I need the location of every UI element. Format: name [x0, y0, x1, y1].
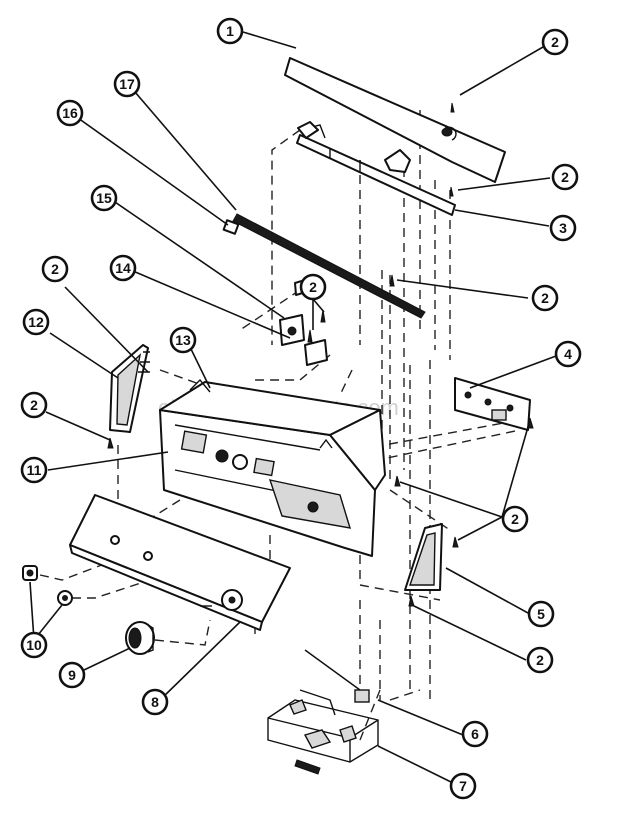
svg-text:15: 15: [96, 190, 112, 206]
callout-11: 11: [20, 456, 48, 484]
part-long-bar: [222, 213, 426, 319]
svg-text:7: 7: [459, 778, 467, 794]
svg-text:2: 2: [536, 652, 544, 668]
part-left-end-cap: [109, 344, 150, 433]
callout-2-upper-right: 2: [551, 163, 579, 191]
callout-9: 9: [58, 661, 86, 689]
part-small-knobs: [22, 565, 73, 606]
svg-text:2: 2: [511, 511, 519, 527]
callout-6: 6: [461, 720, 489, 748]
svg-text:8: 8: [151, 694, 159, 710]
part-rail-bracket: [296, 121, 456, 216]
part-bottom-tray: [267, 649, 379, 775]
svg-text:2: 2: [541, 290, 549, 306]
svg-text:2: 2: [30, 397, 38, 413]
part-timer-knob: [125, 621, 155, 655]
svg-text:6: 6: [471, 726, 479, 742]
callout-17: 17: [113, 70, 141, 98]
leader-lines: [29, 31, 557, 783]
screws: [107, 102, 534, 607]
callout-14: 14: [109, 254, 137, 282]
callout-10: 10: [20, 631, 48, 659]
callout-2-left: 2: [20, 391, 48, 419]
svg-text:16: 16: [62, 105, 78, 121]
svg-text:12: 12: [28, 314, 44, 330]
callout-2-right: 2: [501, 505, 529, 533]
svg-text:10: 10: [26, 637, 42, 653]
callout-3: 3: [549, 214, 577, 242]
callout-2-right-middle: 2: [531, 284, 559, 312]
callout-1: 1: [216, 17, 244, 45]
callout-2-left-top: 2: [41, 255, 69, 283]
callout-5: 5: [527, 600, 555, 628]
callout-4: 4: [554, 340, 582, 368]
svg-text:4: 4: [564, 346, 572, 362]
svg-text:2: 2: [551, 34, 559, 50]
svg-text:2: 2: [51, 261, 59, 277]
part-control-console: [159, 378, 386, 557]
svg-text:2: 2: [309, 279, 317, 295]
svg-text:9: 9: [68, 667, 76, 683]
callout-2-middle: 2: [299, 273, 327, 301]
callout-2-top: 2: [541, 28, 569, 56]
svg-text:5: 5: [537, 606, 545, 622]
callout-8: 8: [141, 688, 169, 716]
callout-12: 12: [22, 308, 50, 336]
part-right-bracket-plate: [454, 377, 531, 431]
part-front-panel: [69, 494, 291, 631]
part-right-end-cap: [404, 523, 443, 591]
svg-text:1: 1: [226, 23, 234, 39]
callout-16: 16: [56, 99, 84, 127]
callout-15: 15: [90, 184, 118, 212]
callout-2-lower-right: 2: [526, 646, 554, 674]
svg-text:17: 17: [119, 76, 135, 92]
callout-7: 7: [449, 772, 477, 800]
callout-13: 13: [169, 326, 197, 354]
part-top-cover: [284, 57, 506, 183]
svg-text:2: 2: [561, 169, 569, 185]
svg-text:14: 14: [115, 260, 131, 276]
svg-text:11: 11: [27, 462, 42, 478]
svg-text:13: 13: [175, 332, 191, 348]
svg-text:3: 3: [559, 220, 567, 236]
